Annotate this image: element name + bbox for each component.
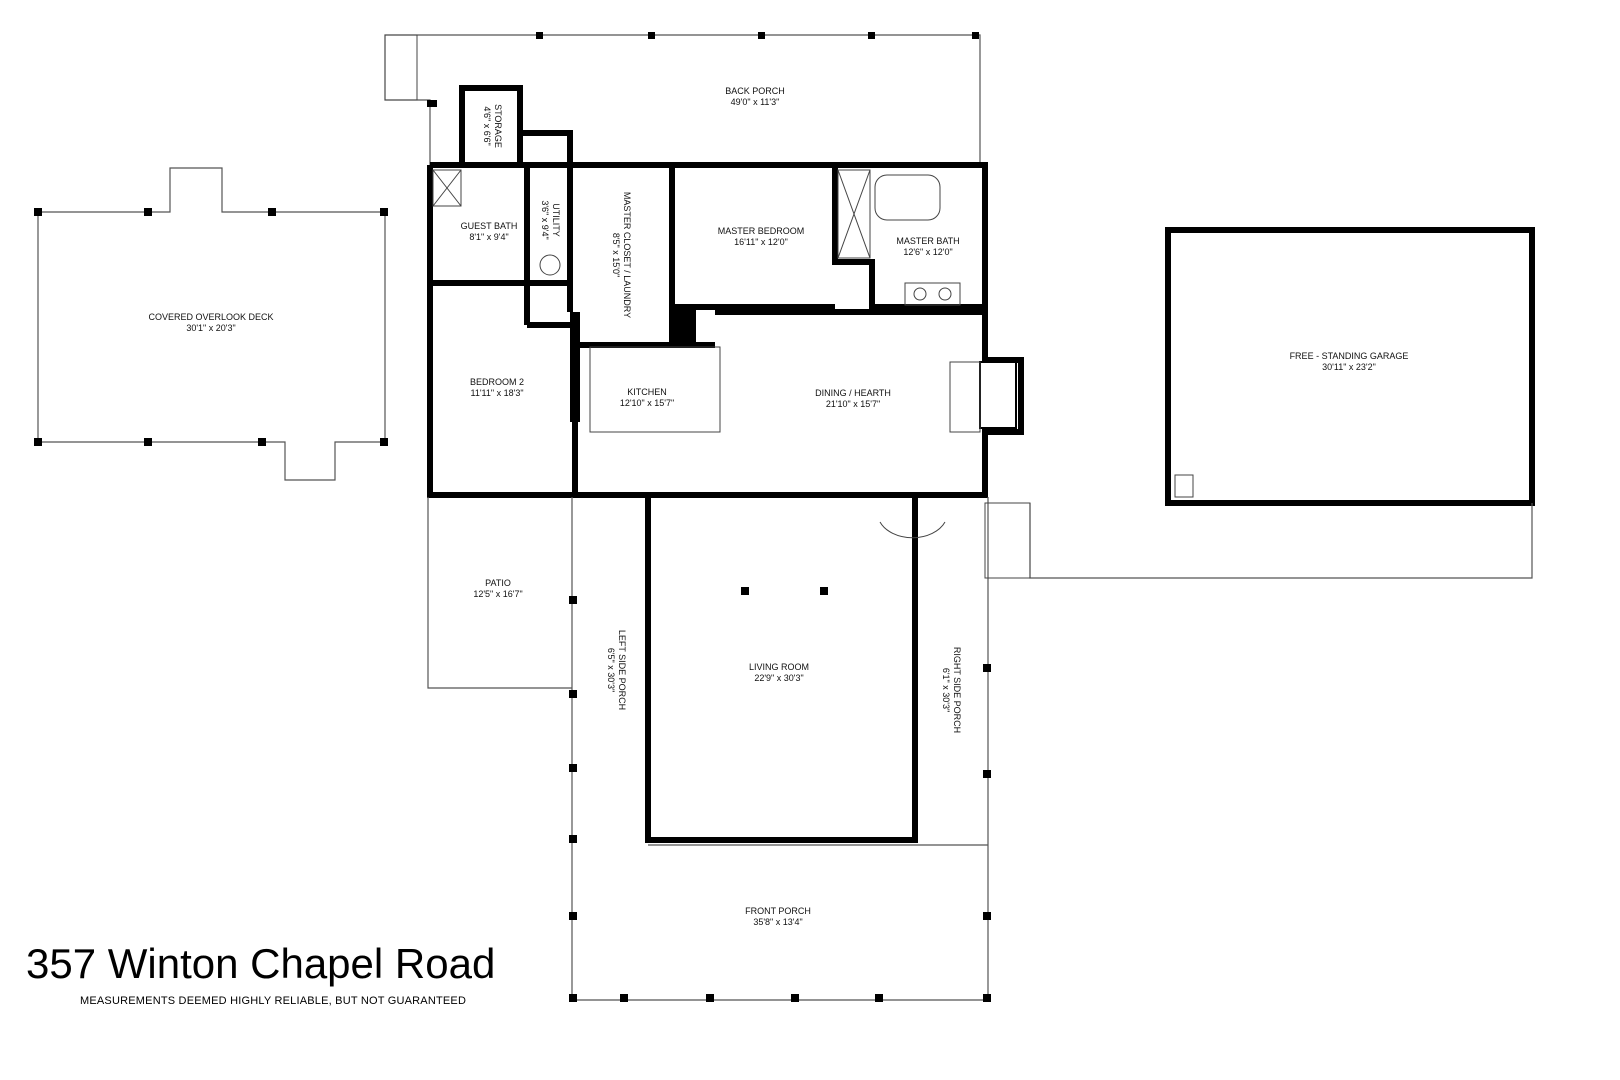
front-porch-label: FRONT PORCH: [745, 906, 811, 916]
dining-dims: 21'10" x 15'7": [826, 399, 880, 409]
bedroom2-dims: 11'11" x 18'3": [470, 388, 523, 398]
master-bedroom-label: MASTER BEDROOM: [718, 226, 805, 236]
guest-bath-dims: 8'1" x 9'4": [469, 232, 508, 242]
guest-bath-label: GUEST BATH: [461, 221, 518, 231]
bedroom2-label: BEDROOM 2: [470, 377, 524, 387]
kitchen-dims: 12'10" x 15'7": [620, 398, 674, 408]
right-porch-dims: 6'1" x 30'3": [941, 668, 951, 712]
left-porch-label: LEFT SIDE PORCH: [617, 630, 627, 710]
property-address-title: 357 Winton Chapel Road: [26, 940, 496, 987]
back-porch: [384, 32, 981, 165]
right-porch-label: RIGHT SIDE PORCH: [952, 647, 962, 733]
master-closet-dims: 8'5" x 15'0": [611, 233, 621, 277]
covered-deck-label: COVERED OVERLOOK DECK: [148, 312, 273, 322]
covered-overlook-deck: [34, 167, 388, 481]
main-house-walls: [427, 85, 1024, 498]
back-porch-dims: 49'0" x 11'3": [731, 97, 780, 107]
patio-label: PATIO: [485, 578, 511, 588]
storage-dims: 4'6" x 6'6": [482, 106, 492, 145]
left-porch-dims: 6'5" x 30'3": [606, 648, 616, 692]
master-bath-dims: 12'6" x 12'0": [903, 247, 952, 257]
garage-dims: 30'11" x 23'2": [1322, 362, 1376, 372]
kitchen-label: KITCHEN: [627, 387, 667, 397]
garage-label: FREE - STANDING GARAGE: [1290, 351, 1409, 361]
master-bedroom-dims: 16'11" x 12'0": [734, 237, 788, 247]
living-room-label: LIVING ROOM: [749, 662, 809, 672]
utility-dims: 3'6" x 9'4": [540, 200, 550, 239]
utility-label: UTILITY: [551, 203, 561, 237]
front-section: [427, 497, 991, 1002]
dining-label: DINING / HEARTH: [815, 388, 891, 398]
storage-label: STORAGE: [493, 104, 503, 148]
covered-deck-dims: 30'1" x 20'3": [186, 323, 235, 333]
master-closet-label: MASTER CLOSET / LAUNDRY: [622, 192, 632, 318]
master-bath-label: MASTER BATH: [896, 236, 959, 246]
back-porch-label: BACK PORCH: [725, 86, 785, 96]
measurement-disclaimer: MEASUREMENTS DEEMED HIGHLY RELIABLE, BUT…: [80, 995, 467, 1007]
patio-dims: 12'5" x 16'7": [473, 589, 522, 599]
living-room-dims: 22'9" x 30'3": [754, 673, 803, 683]
front-porch-dims: 35'8" x 13'4": [753, 917, 802, 927]
free-standing-garage: [984, 227, 1535, 579]
